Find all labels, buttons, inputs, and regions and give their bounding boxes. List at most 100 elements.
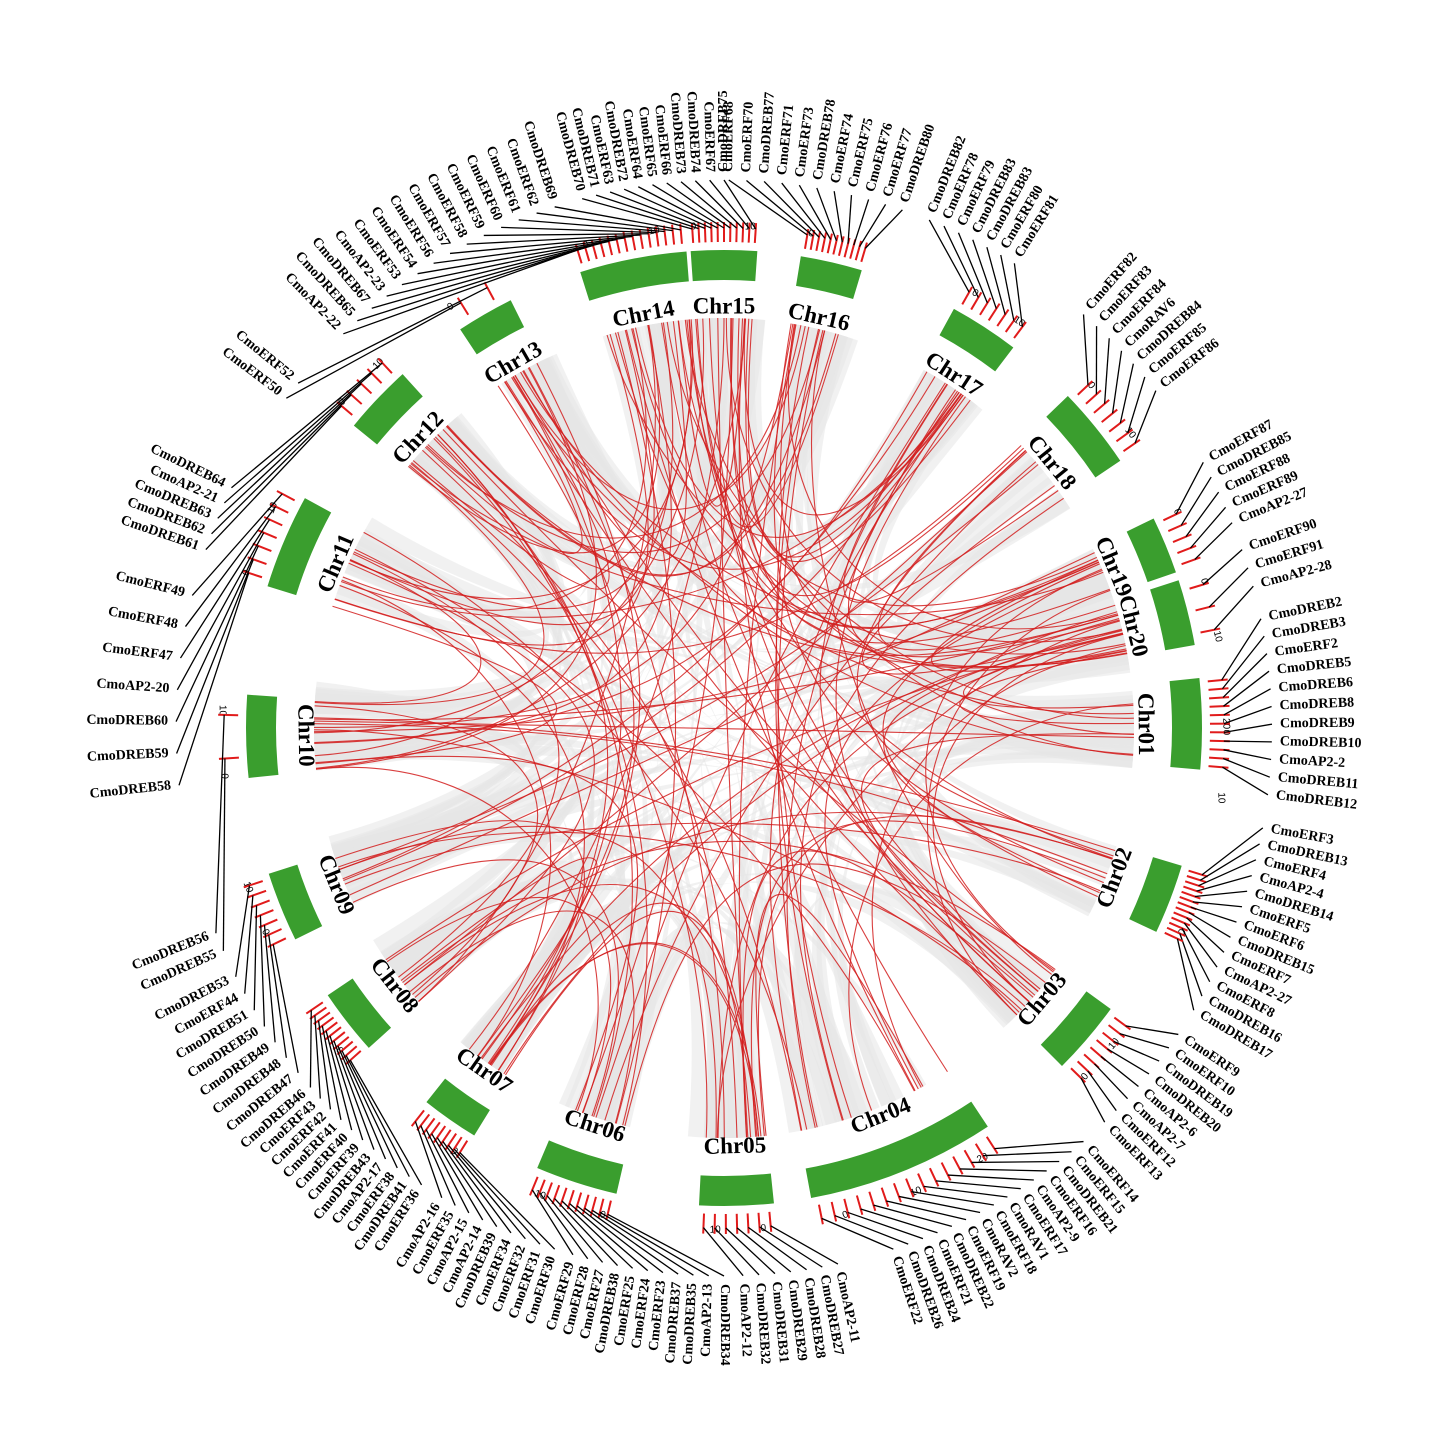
duplication-link: [344, 822, 1101, 892]
duplication-link: [708, 318, 1039, 992]
duplication-link: [925, 568, 1103, 973]
duplication-link: [489, 902, 752, 1138]
leader-line: [576, 1205, 664, 1274]
chromosome-block-chr07: [426, 1078, 490, 1136]
duplication-link: [696, 318, 839, 528]
gene-marker: [710, 222, 713, 243]
duplication-link: [343, 394, 964, 881]
leader-line: [349, 1059, 423, 1186]
gene-marker: [832, 234, 839, 255]
leader-line: [581, 198, 693, 230]
leader-line: [531, 1189, 574, 1256]
duplication-link: [315, 755, 639, 1111]
leader-line: [1000, 254, 1015, 321]
chromosome-block-chr12: [353, 374, 423, 445]
duplication-link: [862, 485, 1124, 675]
leader-line: [337, 1045, 387, 1160]
gene-marker: [427, 1121, 441, 1140]
duplication-link: [412, 375, 610, 590]
duplication-link: [481, 385, 635, 1060]
scale-tick-label: 10: [1215, 792, 1226, 804]
leader-line: [833, 191, 843, 243]
leader-line: [449, 235, 633, 255]
duplication-link: [776, 326, 852, 1118]
gene-marker: [276, 490, 296, 502]
gene-marker: [1115, 428, 1134, 443]
leader-line: [1113, 1040, 1160, 1062]
gene-marker: [536, 1179, 546, 1199]
gene-marker: [218, 713, 239, 717]
synteny-ribbon: [582, 922, 854, 1123]
leader-line: [923, 1185, 1008, 1198]
leader-line: [1119, 1033, 1170, 1049]
duplication-link: [315, 605, 558, 765]
duplication-link: [313, 323, 794, 729]
gene-marker: [679, 223, 683, 244]
duplication-link: [404, 451, 1028, 986]
duplication-link: [856, 450, 1114, 857]
leader-line: [184, 506, 277, 627]
leader-line: [217, 383, 362, 519]
gene-label: CmoAP2-2: [1279, 752, 1346, 771]
gene-label: CmoERF66: [651, 104, 673, 176]
gene-marker: [741, 222, 745, 243]
gene-marker: [1164, 931, 1184, 943]
gene-marker: [868, 1191, 877, 1212]
chromosome-block-chr11: [267, 498, 332, 596]
duplication-link: [743, 318, 964, 516]
gene-marker: [952, 1156, 964, 1175]
leader-line: [763, 181, 820, 238]
gene-marker: [574, 243, 583, 264]
leader-line: [982, 1151, 1072, 1157]
chromosome-block-chr03: [1040, 991, 1111, 1066]
duplication-link: [800, 497, 1064, 1121]
gene-label: CmoERF71: [775, 104, 797, 176]
leader-line: [554, 206, 681, 231]
gene-marker: [837, 236, 845, 257]
gene-marker: [1162, 510, 1182, 522]
scale-tick-label: 10: [266, 500, 281, 515]
leader-line: [1198, 859, 1257, 887]
synteny-ribbon: [480, 903, 632, 1108]
leader-line: [459, 1152, 556, 1250]
leader-line: [1190, 906, 1237, 923]
leader-line: [321, 1025, 342, 1120]
duplication-link: [773, 323, 1104, 884]
scale-tick-label: 10: [1211, 630, 1224, 644]
gene-label: CmoDREB9: [1280, 716, 1355, 732]
duplication-link: [932, 633, 1124, 1003]
gene-marker: [1077, 380, 1094, 396]
duplication-link: [581, 318, 734, 1113]
duplication-link: [339, 464, 1039, 871]
leader-line: [1196, 874, 1252, 892]
gene-label: CmoDREB11: [1277, 770, 1359, 792]
duplication-link: [959, 650, 1134, 725]
scale-tick-label: 10: [217, 705, 228, 717]
gene-marker: [1167, 522, 1188, 533]
leader-line: [1180, 476, 1212, 526]
leader-line: [957, 232, 988, 304]
gene-marker: [1168, 921, 1189, 932]
leader-line: [886, 1200, 967, 1221]
scale-tick-label: 0: [841, 1209, 851, 1221]
gene-marker: [855, 1195, 864, 1215]
leader-line: [770, 1225, 839, 1265]
leader-line: [222, 758, 226, 951]
gene-marker: [662, 225, 668, 246]
leader-line: [736, 1227, 792, 1273]
leader-line: [259, 915, 266, 1027]
leader-line: [518, 219, 665, 233]
scale-tick-label: 0: [760, 1223, 766, 1234]
duplication-link: [848, 703, 1134, 1111]
leader-line: [591, 1209, 694, 1276]
duplication-link: [385, 630, 1123, 961]
synteny-ribbon: [537, 355, 1070, 590]
duplication-link: [489, 362, 641, 1066]
synteny-ribbon: [476, 401, 983, 1064]
gene-marker: [1101, 408, 1118, 423]
gene-marker: [559, 1187, 568, 1208]
gene-marker: [1207, 678, 1228, 683]
leader-line: [1223, 670, 1270, 707]
leader-line: [178, 572, 250, 786]
duplication-link: [738, 324, 796, 1138]
